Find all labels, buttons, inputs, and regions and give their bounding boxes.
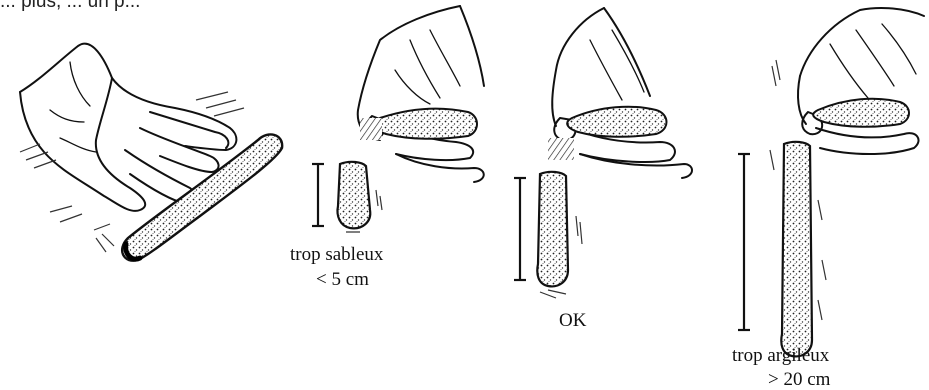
clayey-panel xyxy=(738,8,924,356)
sandy-sausage-held xyxy=(375,109,477,139)
clayey-caption-line-2: > 20 cm xyxy=(768,370,830,390)
ok-caption: OK xyxy=(559,311,586,331)
clayey-caption-line-1: trop argileux xyxy=(732,346,829,366)
ok-hanging-piece xyxy=(537,172,568,287)
sandy-caption-line-2: < 5 cm xyxy=(316,270,369,290)
clayey-hand xyxy=(798,8,924,154)
ok-sausage-held xyxy=(567,107,666,137)
sandy-panel xyxy=(312,6,484,232)
rolling-hand-panel xyxy=(20,44,282,261)
sandy-broken-piece xyxy=(338,162,371,228)
ok-panel xyxy=(514,8,692,298)
clayey-hanging-piece xyxy=(781,142,812,357)
sandy-caption-line-1: trop sableux xyxy=(290,245,383,265)
sandy-hand xyxy=(358,6,484,182)
clayey-sausage-held xyxy=(813,99,909,127)
